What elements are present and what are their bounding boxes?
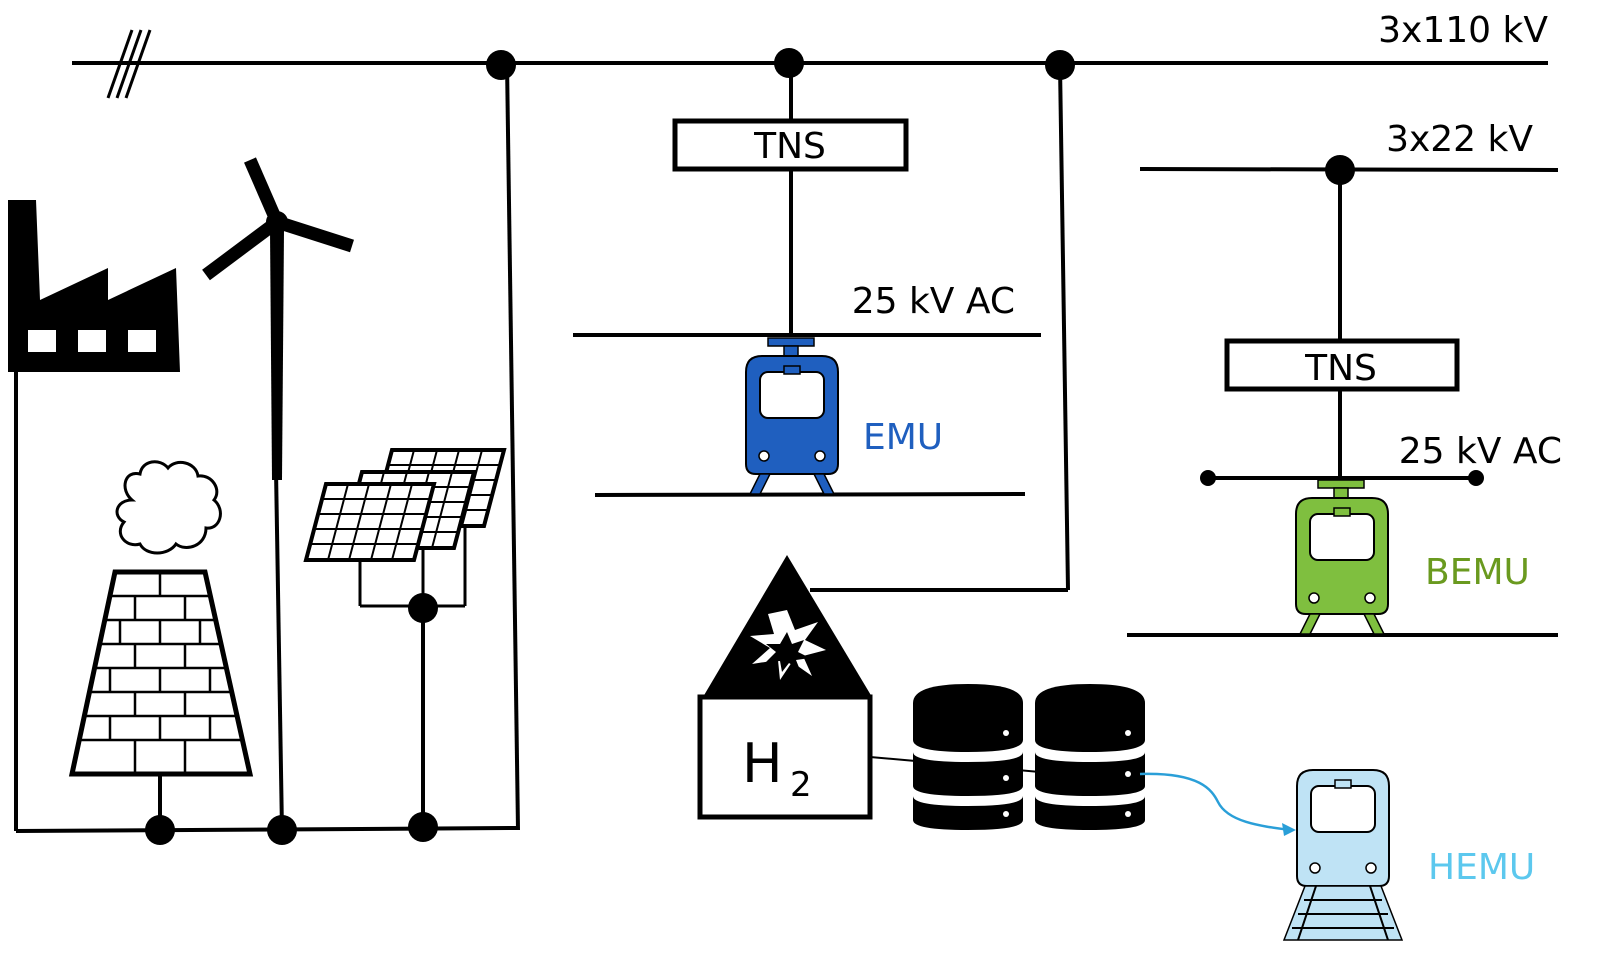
h2-label: H [742,732,783,795]
catenary-1: 25 kV AC [573,281,1041,497]
hazard-triangle-icon [703,555,872,697]
catenary-voltage-label: 25 kV AC [1399,431,1562,472]
hydrogen-feed [810,64,1070,592]
mv-bus: 3x22 kV [1139,119,1559,340]
emu-label: EMU [863,417,943,458]
traction-substation-2: TNS [1224,338,1460,478]
train-icon [1282,769,1404,941]
hemu-train: HEMU [1282,769,1535,941]
mv-bus-label: 3x22 kV [1386,119,1533,160]
storage-tank-icon [913,684,1145,830]
train-icon [745,337,839,495]
bus-node [486,50,516,80]
generation-loop [14,62,520,845]
train-icon [1295,479,1389,635]
gen-node [145,815,175,845]
hemu-label: HEMU [1428,847,1535,888]
h2-subscript: 2 [790,765,812,805]
traction-substation-1: TNS [672,63,909,336]
emu-train: EMU [745,337,943,495]
gen-node [267,815,297,845]
catenary-2: 25 kV AC [1127,431,1562,637]
solar-panel-icon [303,448,507,608]
gen-node [408,812,438,842]
bemu-label: BEMU [1425,552,1530,593]
wind-turbine-icon [202,157,354,480]
three-phase-marks [106,29,152,99]
factory-icon [8,200,180,372]
hv-bus: 3x110 kV [72,10,1548,99]
tns-label: TNS [753,126,826,167]
gen-node [408,593,438,623]
tns-label: TNS [1304,348,1377,389]
h2-box: H 2 [697,694,873,820]
cooling-tower-icon [68,460,254,777]
h2-supply-arrow [1139,772,1296,836]
catenary-voltage-label: 25 kV AC [852,281,1015,322]
hv-bus-label: 3x110 kV [1378,10,1548,51]
bemu-train: BEMU [1295,479,1530,635]
